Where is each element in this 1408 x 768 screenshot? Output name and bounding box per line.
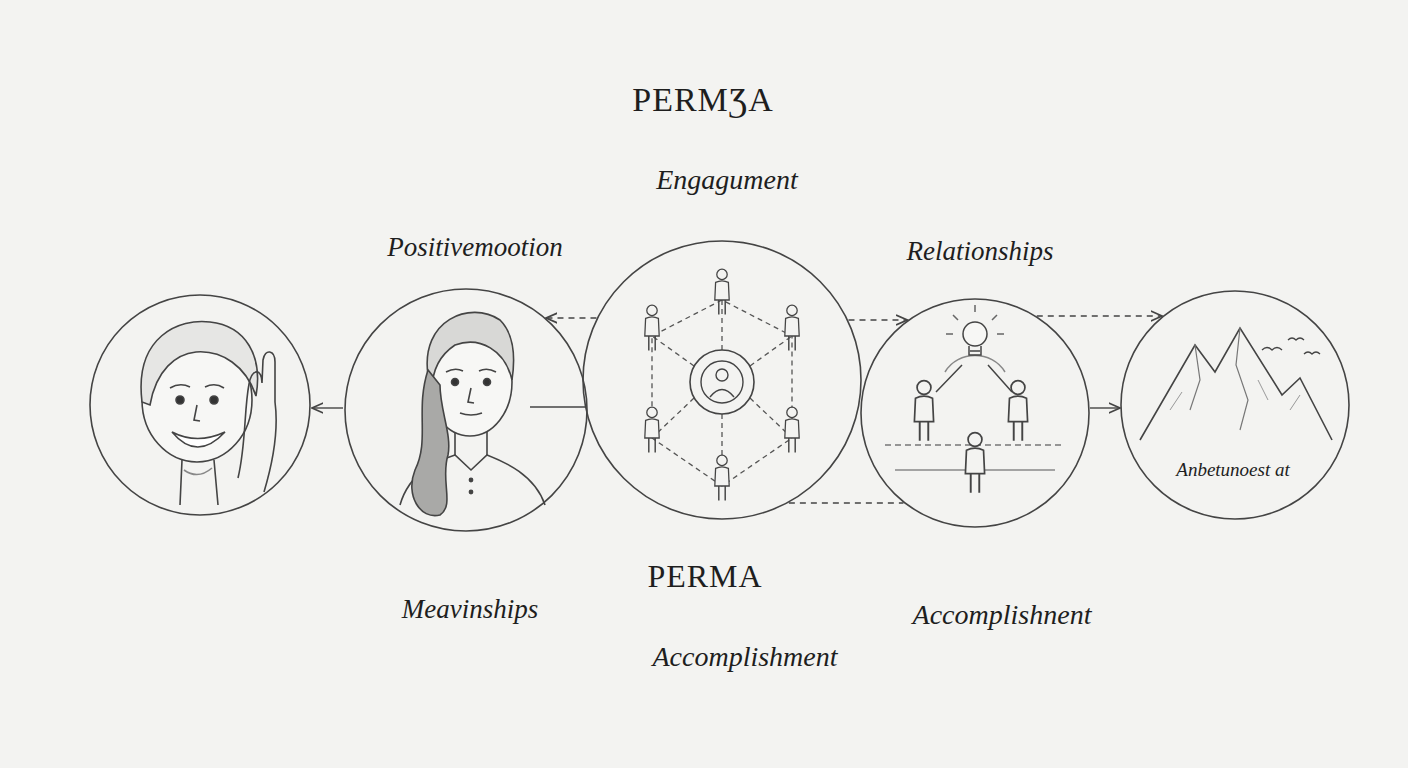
node-label: Positivemootion	[387, 232, 562, 263]
circle-node: RelationshipsAccomplishnent	[860, 298, 1090, 528]
circle-outline	[582, 240, 862, 520]
circle-outline	[344, 288, 588, 532]
smiling-face	[170, 385, 224, 388]
node-label: Anbetunoest at	[1176, 459, 1289, 481]
people-network	[710, 390, 734, 398]
woman-portrait	[469, 478, 472, 481]
woman-portrait	[427, 312, 513, 390]
woman-portrait	[452, 379, 459, 386]
smiling-face	[238, 352, 276, 492]
woman-portrait	[469, 490, 472, 493]
woman-portrait	[400, 312, 586, 515]
smiling-face	[172, 432, 225, 447]
circle-outline	[583, 241, 861, 519]
people-network	[701, 361, 743, 403]
woman-portrait	[460, 413, 482, 415]
woman-portrait	[446, 369, 496, 372]
team-lightbulb	[946, 305, 1004, 334]
team-lightbulb	[965, 433, 984, 493]
mountain-peaks	[1140, 328, 1332, 440]
smiling-face	[141, 321, 257, 405]
woman-portrait	[484, 379, 491, 386]
connector	[848, 319, 907, 320]
people-network	[785, 407, 799, 452]
woman-portrait	[468, 388, 474, 403]
people-network	[645, 269, 799, 500]
team-lightbulb	[963, 322, 987, 346]
mountain-peaks	[1262, 338, 1320, 354]
node-label: Meavinships	[402, 594, 538, 625]
smiling-face	[210, 396, 218, 404]
smiling-face	[194, 405, 200, 421]
connector	[546, 317, 596, 318]
smiling-face	[184, 468, 212, 475]
woman-portrait	[530, 406, 586, 408]
smiling-face	[176, 396, 184, 404]
circle-outline	[860, 298, 1090, 528]
circle-node: Engagument	[582, 240, 862, 520]
node-label: Accomplishnent	[913, 599, 1092, 631]
woman-portrait	[412, 370, 449, 516]
circle-outline	[1120, 290, 1350, 520]
smiling-face	[90, 295, 310, 515]
people-network	[645, 407, 659, 452]
circle-outline	[345, 289, 587, 531]
layout-arrow	[312, 408, 343, 409]
team-lightbulb	[1008, 381, 1027, 441]
node-label: Relationships	[907, 236, 1054, 267]
diagram-title: PERMƷA	[632, 80, 773, 119]
team-lightbulb	[936, 365, 1012, 392]
layout-arrow	[312, 407, 343, 408]
smiling-face	[90, 295, 310, 515]
people-network	[645, 305, 659, 350]
team-lightbulb	[914, 381, 933, 441]
circle-outline	[1121, 291, 1349, 519]
people-network	[715, 269, 729, 314]
free-label: Accomplishment	[652, 641, 837, 673]
team-lightbulb	[969, 346, 981, 355]
people-network	[716, 369, 728, 381]
circle-node: Anbetunoest at	[1120, 290, 1350, 520]
node-label: Engagument	[656, 164, 798, 196]
circle-node: PositivemootionMeavinships	[344, 288, 588, 532]
mountain-peaks	[1190, 328, 1248, 430]
connector	[1090, 407, 1120, 408]
team-lightbulb	[885, 305, 1065, 493]
mountain-peaks	[1140, 328, 1332, 440]
people-network	[785, 305, 799, 350]
team-lightbulb	[945, 356, 1005, 373]
mountain-peaks	[1170, 380, 1300, 410]
smiling-face	[180, 460, 218, 505]
people-network	[690, 350, 754, 414]
connector	[789, 502, 904, 503]
circle-outline	[861, 299, 1089, 527]
free-label: PERMA	[647, 558, 762, 595]
connector	[1037, 315, 1162, 316]
people-network	[715, 455, 729, 500]
